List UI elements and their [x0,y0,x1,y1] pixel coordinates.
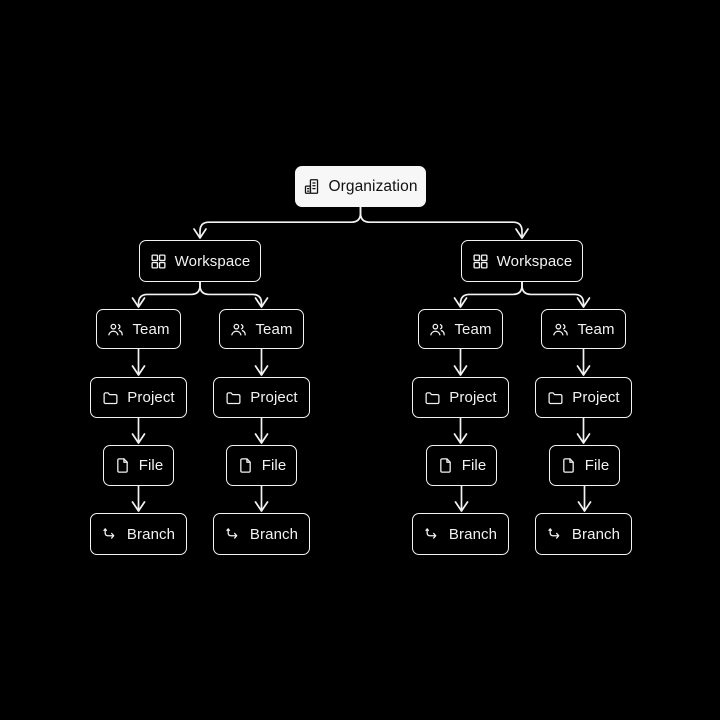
edge-arrowhead [515,228,529,239]
node-label: Team [132,320,170,338]
edge-arrowhead [454,501,469,512]
node-p2[interactable]: Project [213,377,310,418]
node-label: File [138,457,164,474]
node-label: Project [572,389,620,406]
edge-arrowhead [453,365,468,376]
node-f2[interactable]: File [226,445,297,486]
git-branch-icon [547,526,564,543]
node-b1[interactable]: Branch [90,513,187,555]
node-t2[interactable]: Team [219,309,304,349]
node-p1[interactable]: Project [90,377,187,418]
users-icon [107,321,124,338]
edge-line [359,206,523,238]
node-b4[interactable]: Branch [535,513,632,555]
git-branch-icon [102,526,119,543]
edge-arrowhead [453,433,468,444]
node-label: Team [255,320,293,338]
node-label: Branch [126,525,176,543]
users-icon [552,321,569,338]
edge-arrowhead [254,365,269,376]
node-f1[interactable]: File [103,445,174,486]
edge-arrowhead [193,228,207,239]
node-ws2[interactable]: Workspace [461,240,583,282]
file-icon [437,457,454,474]
edge-arrowhead [131,297,146,308]
node-t4[interactable]: Team [541,309,626,349]
edge-arrowhead [254,297,269,308]
edge-arrowhead [131,501,146,512]
node-label: Branch [448,525,498,543]
node-label: Project [250,389,298,406]
node-label: Project [449,389,497,406]
edge-arrowhead [577,501,592,512]
git-branch-icon [424,526,441,543]
users-icon [429,321,446,338]
folder-icon [225,389,242,406]
file-icon [560,457,577,474]
node-label: Workspace [174,252,251,270]
node-b2[interactable]: Branch [213,513,310,555]
folder-icon [424,389,441,406]
edge-line [199,206,362,238]
edge-arrowhead [576,297,591,308]
folder-icon [102,389,119,406]
edge-line [137,281,201,307]
edge-arrowhead [131,433,146,444]
node-t3[interactable]: Team [418,309,503,349]
edge-arrowhead [576,433,591,444]
node-f4[interactable]: File [549,445,620,486]
node-org[interactable]: Organization [295,166,426,207]
edge-arrowhead [254,433,269,444]
node-t1[interactable]: Team [96,309,181,349]
edge-arrowhead [131,365,146,376]
node-label: File [261,457,287,474]
git-branch-icon [225,526,242,543]
organization-building-icon [303,178,320,195]
edge-line [521,281,585,307]
node-label: Branch [249,525,299,543]
node-label: Project [127,389,175,406]
node-label: Branch [571,525,621,543]
node-f3[interactable]: File [426,445,497,486]
node-ws1[interactable]: Workspace [139,240,261,282]
edge-line [199,281,263,307]
grid-2x2-icon [472,253,489,270]
node-label: Workspace [496,252,573,270]
edge-arrowhead [453,297,468,308]
node-label: File [584,457,610,474]
node-label: Team [577,320,615,338]
node-b3[interactable]: Branch [412,513,509,555]
grid-2x2-icon [150,253,167,270]
file-icon [114,457,131,474]
users-icon [230,321,247,338]
node-p3[interactable]: Project [412,377,509,418]
node-label: Team [454,320,492,338]
node-p4[interactable]: Project [535,377,632,418]
edge-line [459,281,523,307]
edge-arrowhead [576,365,591,376]
node-label: File [461,457,487,474]
node-label: Organization [328,177,418,195]
folder-icon [547,389,564,406]
file-icon [237,457,254,474]
edge-arrowhead [254,501,269,512]
